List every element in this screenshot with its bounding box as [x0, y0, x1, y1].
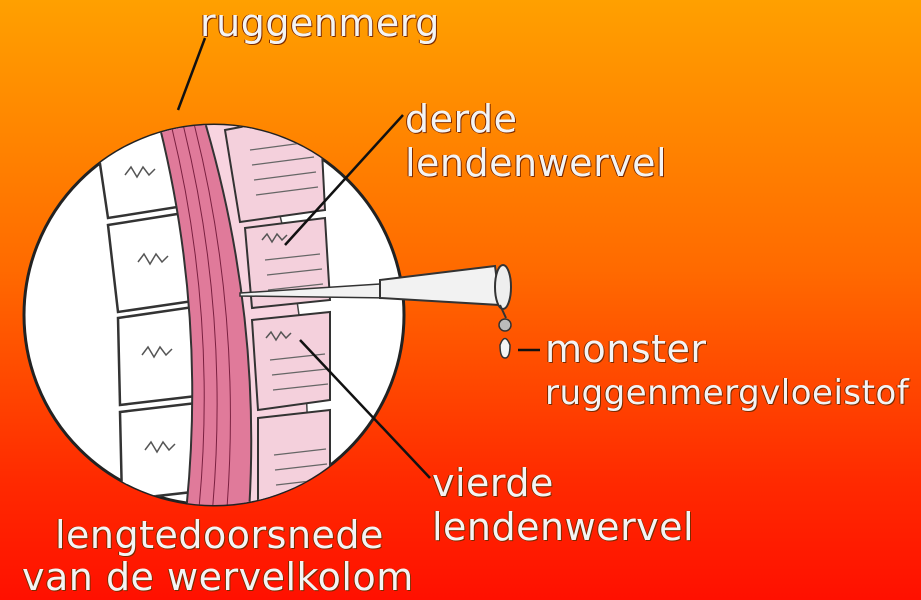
label-third-vertebra-1: derde	[405, 98, 517, 140]
label-fourth-vertebra-2: lendenwervel	[432, 506, 694, 548]
label-spinal-cord: ruggenmerg	[200, 2, 440, 44]
label-sample-1: monster	[545, 328, 707, 370]
fluid-drop	[499, 319, 511, 358]
caption-line-2: van de wervelkolom	[22, 556, 414, 598]
caption-line-1: lengtedoorsnede	[55, 514, 384, 556]
label-fourth-vertebra-1: vierde	[432, 462, 554, 504]
label-third-vertebra-2: lendenwervel	[405, 142, 667, 184]
label-sample-2: ruggenmergvloeistof	[545, 372, 909, 414]
